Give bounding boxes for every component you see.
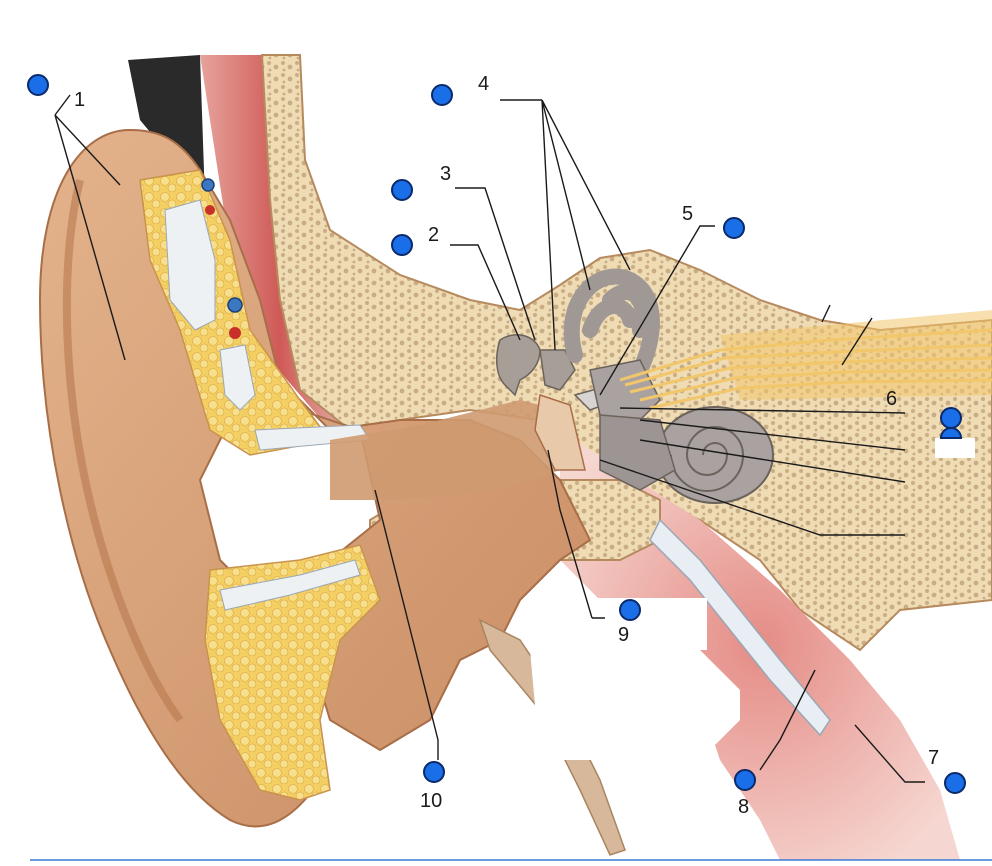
artery-upper	[205, 205, 215, 215]
nerve-bundle	[720, 310, 992, 400]
label-10: 10	[420, 790, 442, 812]
hotspot-5[interactable]	[723, 217, 745, 239]
label-4: 4	[478, 73, 489, 95]
incus	[539, 349, 576, 391]
styloid-process	[649, 518, 831, 737]
helix	[62, 179, 184, 723]
hotspot-6[interactable]	[940, 407, 962, 429]
label-mask-2	[530, 650, 740, 760]
hotspot-10[interactable]	[423, 761, 445, 783]
hotspot-9[interactable]	[619, 599, 641, 621]
fat-tissue-lower	[204, 544, 381, 801]
cartilage-mid	[219, 344, 256, 411]
hotspots	[27, 74, 966, 794]
label-1: 1	[74, 89, 85, 111]
cochlea	[656, 406, 774, 504]
label-6: 6	[886, 388, 897, 410]
label-2: 2	[428, 224, 439, 246]
artery-lower	[229, 327, 241, 339]
hotspot-mask	[935, 438, 975, 458]
label-8: 8	[738, 796, 749, 818]
hotspot-6b-visible	[939, 427, 963, 439]
hotspot-4[interactable]	[431, 84, 453, 106]
label-7: 7	[928, 747, 939, 769]
hotspot-8[interactable]	[734, 769, 756, 791]
hotspot-3[interactable]	[391, 179, 413, 201]
tympanic-membrane	[534, 394, 586, 471]
cartilage-upper	[164, 199, 216, 331]
label-5: 5	[682, 203, 693, 225]
semicircular-canals	[563, 268, 660, 378]
cartilage-lower	[219, 559, 361, 611]
vein-upper	[201, 178, 215, 192]
hotspot-2[interactable]	[391, 234, 413, 256]
label-3: 3	[440, 163, 451, 185]
vein-lower	[227, 297, 243, 313]
external-auditory-canal	[330, 400, 580, 500]
leader-lines	[54, 94, 925, 783]
label-9: 9	[618, 624, 629, 646]
vestibule	[589, 359, 661, 421]
malleus	[495, 334, 541, 397]
hotspot-7[interactable]	[944, 772, 966, 794]
label-mask-1	[595, 598, 707, 650]
temporal-muscle	[200, 55, 360, 430]
hotspot-1[interactable]	[27, 74, 49, 96]
